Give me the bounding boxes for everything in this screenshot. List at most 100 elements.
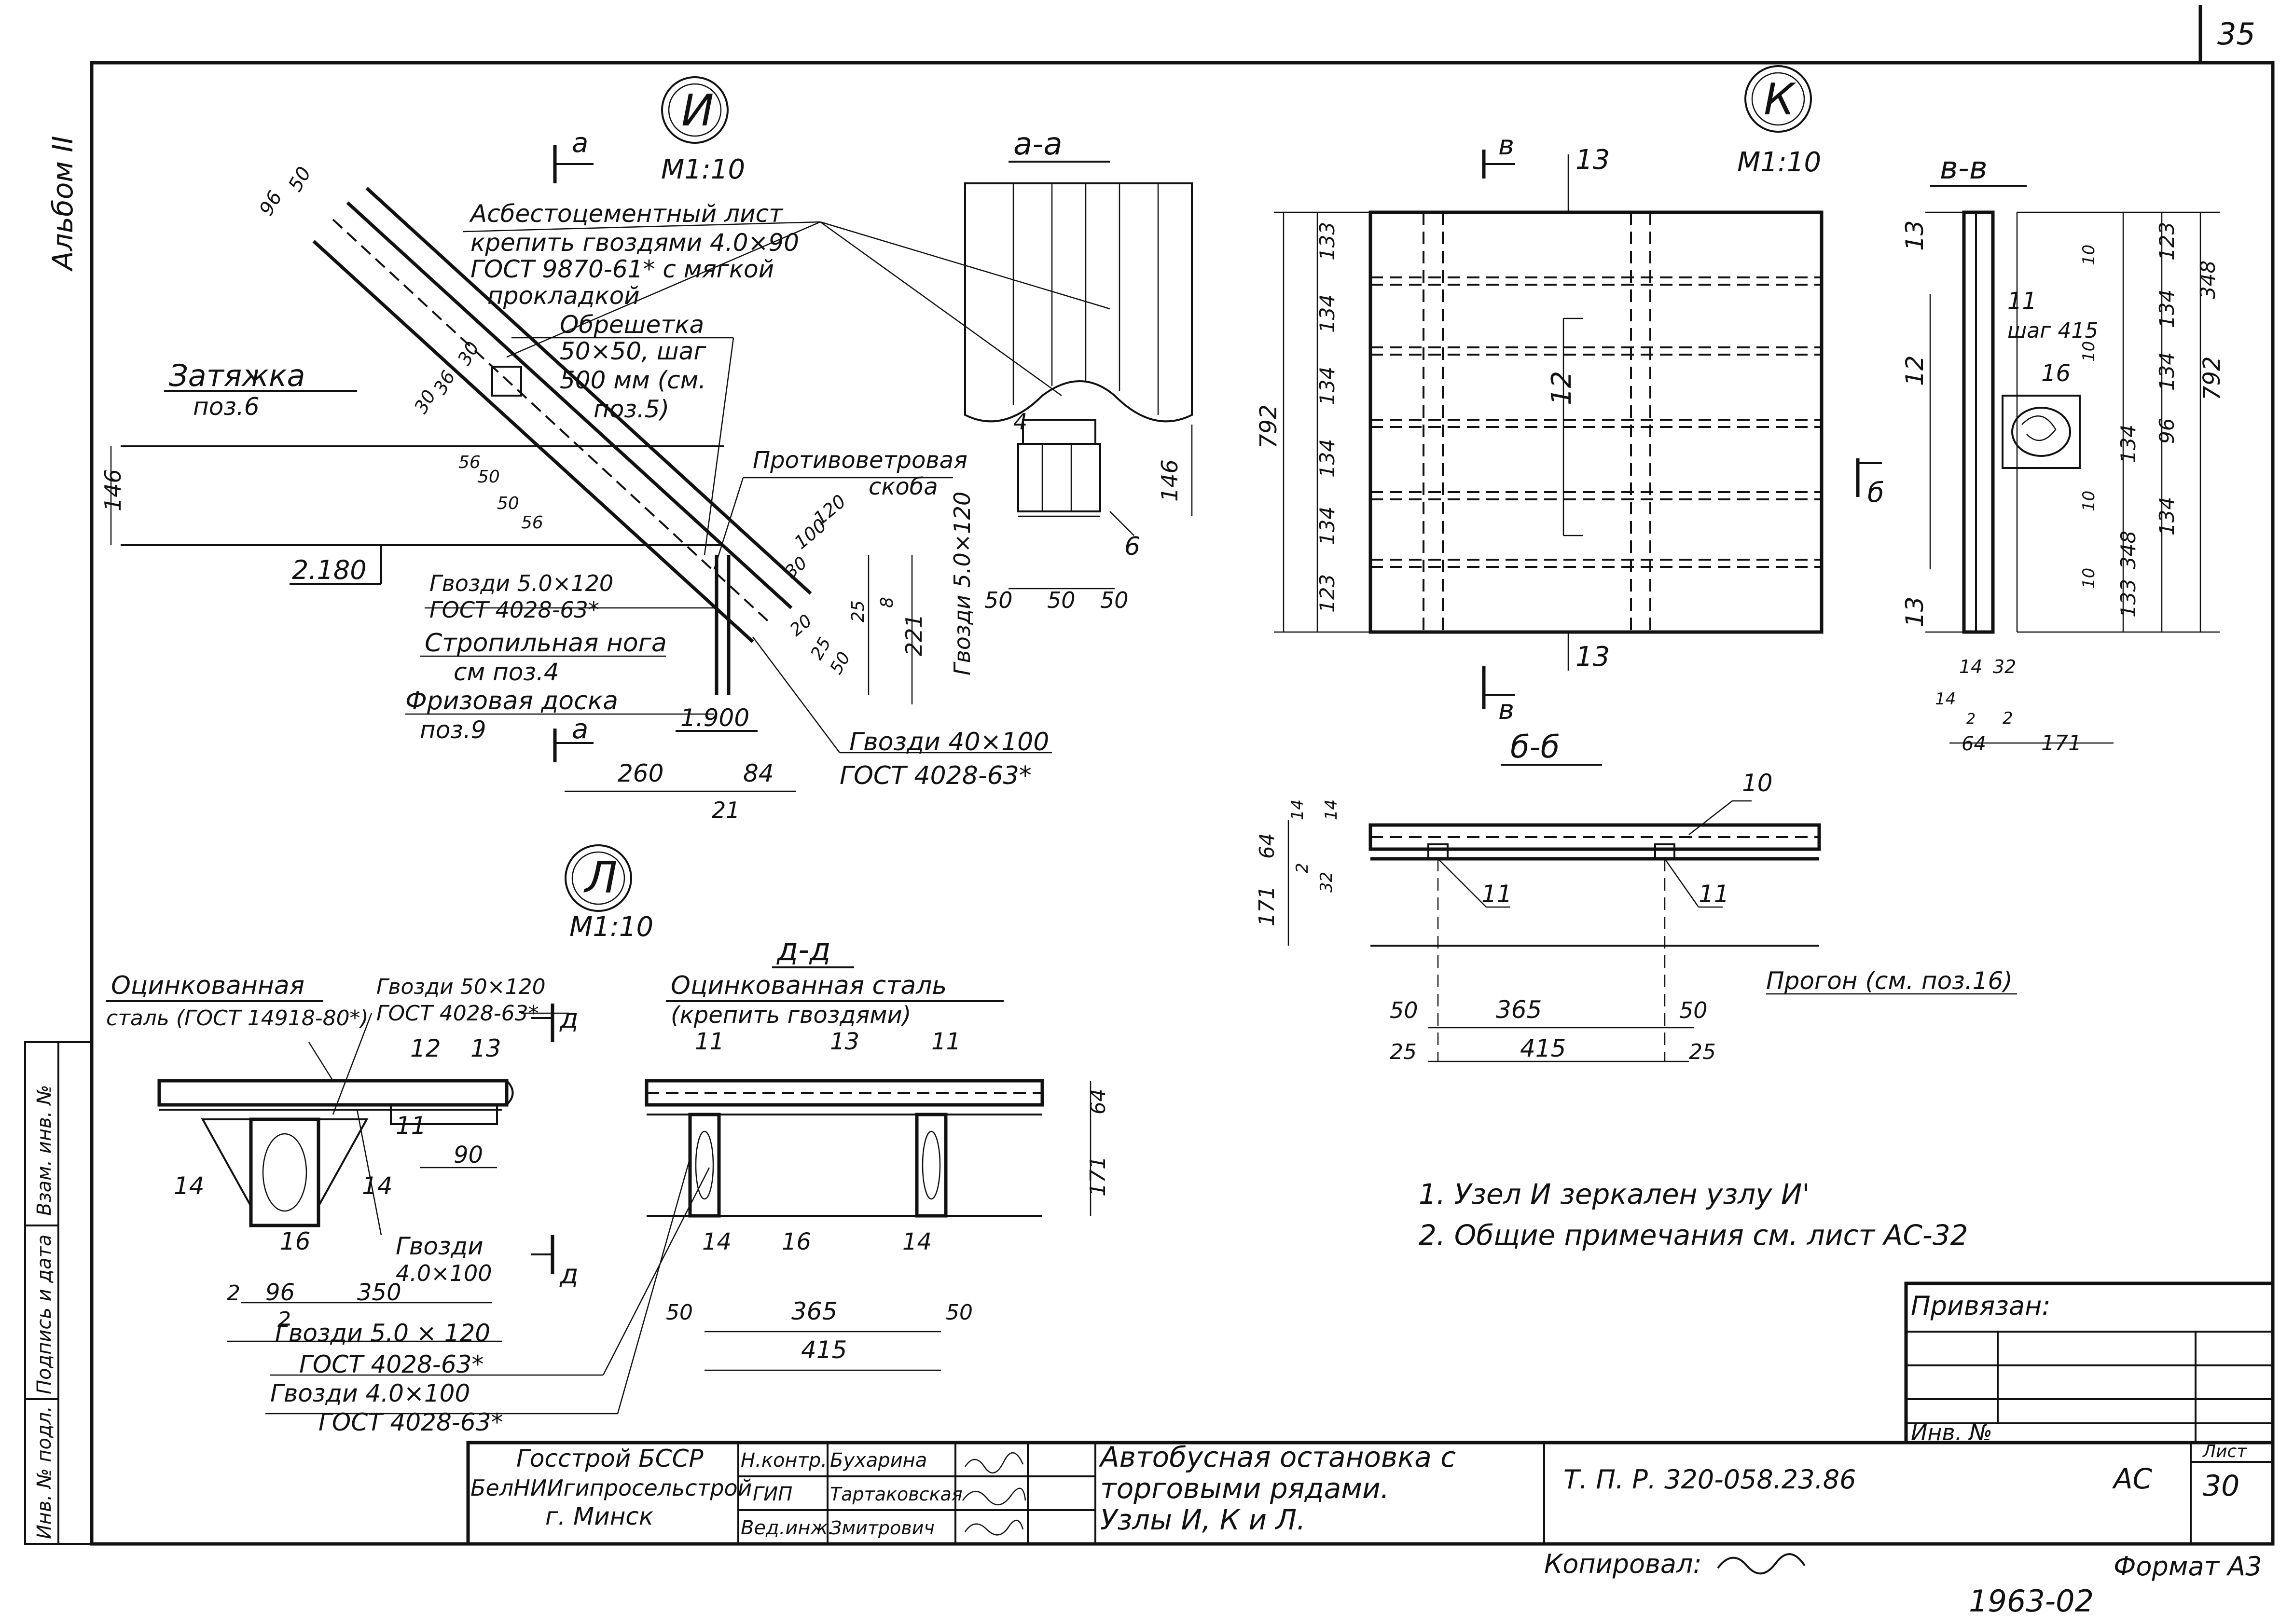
node-l-n13: 13 xyxy=(470,1034,501,1062)
section-dd-n11b: 11 xyxy=(931,1028,961,1055)
node-i-dim-260: 260 xyxy=(618,759,663,787)
tb-list-label: Лист xyxy=(2202,1442,2247,1461)
node-l-n14a: 14 xyxy=(174,1172,205,1200)
node-l-dim-350: 350 xyxy=(357,1279,401,1306)
node-i-section-a-top: а xyxy=(572,127,588,159)
section-vv-dim-348a: 348 xyxy=(2196,261,2220,299)
node-i-dim-146: 146 xyxy=(100,469,126,511)
node-i-zatyazhka-poz: поз.6 xyxy=(193,393,260,421)
node-i-dim-25a: 25 xyxy=(848,600,868,622)
tb-name-3: Змитрович xyxy=(830,1517,935,1539)
node-i-dim-96: 96 xyxy=(255,187,287,220)
node-k-dim-123: 123 xyxy=(1315,574,1339,613)
node-i-obresh-4: поз.5) xyxy=(594,395,669,423)
node-l-dim-90: 90 xyxy=(454,1142,483,1169)
node-l-n16: 16 xyxy=(280,1227,311,1255)
node-i-level-2: 1.900 xyxy=(680,704,749,732)
tb-signature-2 xyxy=(962,1487,1026,1506)
section-vv-dim-133: 133 xyxy=(2116,579,2140,618)
node-l-scale: М1:10 xyxy=(569,911,653,943)
section-bb-dim-25a: 25 xyxy=(1390,1040,1417,1064)
section-dd-dim-50a: 50 xyxy=(666,1300,693,1325)
section-dd-ocink-2: (крепить гвоздями) xyxy=(671,1002,911,1029)
node-l-marker: Л xyxy=(583,853,618,903)
node-i-asbest-3: ГОСТ 9870-61* с мягкой xyxy=(470,255,774,283)
section-vv-dim-64: 64 xyxy=(1962,733,1986,755)
node-i-asbest-1: Асбестоцементный лист xyxy=(469,200,784,228)
side-inv-podl: Инв. № подл. xyxy=(33,1406,55,1539)
node-k-n12: 12 xyxy=(1546,371,1577,405)
node-i-obresh-1: Обрешетка xyxy=(560,311,704,339)
section-aa-title: а-а xyxy=(1013,126,1063,162)
node-l-ocink-2: сталь (ГОСТ 14918-80*) xyxy=(106,1006,369,1031)
node-i-dim-56b: 56 xyxy=(521,513,543,533)
footer-format: Формат А3 xyxy=(2114,1551,2262,1582)
tb-org-3: г. Минск xyxy=(545,1502,653,1530)
tb-mark: АС xyxy=(2112,1462,2153,1495)
section-vv-drawing xyxy=(1856,210,2220,744)
node-l-gv-c: Гвозди xyxy=(396,1232,484,1260)
section-vv-dim-10a: 10 xyxy=(2079,245,2099,265)
section-bb-dim-2: 2 xyxy=(1293,863,1312,873)
node-k-n13-bot: 13 xyxy=(1575,641,1610,673)
section-aa-drawing xyxy=(964,182,1193,590)
node-i-dim-30b: 30 xyxy=(454,338,484,369)
section-aa-pos: 6 xyxy=(1124,532,1140,561)
section-vv-dim-792: 792 xyxy=(2198,356,2225,400)
footer-kopiroval: Копировал: xyxy=(1544,1549,1702,1579)
node-i-protiv-1: Противоветровая xyxy=(753,447,967,474)
node-k-dim-134b: 134 xyxy=(1315,367,1339,405)
section-aa-dim-50b: 50 xyxy=(1047,587,1076,613)
tb-title-1: Автобусная остановка с xyxy=(1098,1441,1456,1473)
node-i-marker: И xyxy=(681,85,714,136)
tb-name-2: Тартаковская xyxy=(830,1484,963,1505)
footer-stamp: 1963-02 xyxy=(1969,1583,2094,1619)
section-vv-dim-32: 32 xyxy=(1993,656,2016,677)
privyazan-title: Привязан: xyxy=(1911,1291,2051,1321)
footer-kopiroval-signature xyxy=(1717,1553,1806,1575)
section-bb-dim-50a: 50 xyxy=(1390,997,1418,1023)
node-i-obresh-3: 500 мм (см. xyxy=(560,366,706,394)
title-block xyxy=(466,1441,2275,1546)
section-bb-dim-171: 171 xyxy=(1255,886,1279,926)
section-vv-dim-2b: 2 xyxy=(2003,709,2013,728)
node-i-dim-50d: 50 xyxy=(826,648,854,677)
node-k-dim-134a: 134 xyxy=(1315,294,1339,333)
section-vv-title: в-в xyxy=(1940,151,1988,186)
note-1: 1. Узел И зеркален узлу И' xyxy=(1419,1178,1810,1211)
node-k-marker: К xyxy=(1764,74,1796,125)
node-l-gv-a: Гвозди 50×120 xyxy=(376,975,546,999)
node-i-level-1: 2.180 xyxy=(292,555,367,585)
section-dd-n14b: 14 xyxy=(902,1228,932,1255)
node-l-gv-d: 4.0×100 xyxy=(396,1260,492,1286)
node-i-dim-8: 8 xyxy=(877,597,897,608)
tb-role-1: Н.контр. xyxy=(741,1449,827,1472)
node-i-gvozdi-2b: ГОСТ 4028-63* xyxy=(840,761,1032,790)
section-vv-dim-134a: 134 xyxy=(2155,289,2179,328)
node-l-dim-2b: 2 xyxy=(277,1307,291,1332)
node-k-n13-top: 13 xyxy=(1575,144,1610,176)
section-vv-dim-10c: 10 xyxy=(2079,491,2099,511)
node-i-dim-50c: 50 xyxy=(497,494,519,513)
node-i-dim-50a: 50 xyxy=(284,163,316,195)
tb-role-3: Вед.инж. xyxy=(741,1517,834,1539)
node-k-section-bot: в xyxy=(1498,694,1514,726)
node-i-dim-221: 221 xyxy=(901,614,927,656)
tb-role-2: ГИП xyxy=(753,1483,792,1505)
section-vv-dim-2a: 2 xyxy=(1966,711,1976,728)
section-bb-dim-415: 415 xyxy=(1520,1034,1566,1062)
tb-name-1: Бухарина xyxy=(830,1449,927,1472)
node-l-ocink-1: Оцинкованная xyxy=(111,971,304,1000)
node-i-dim-30c: 30 xyxy=(781,553,811,582)
node-k-scale: М1:10 xyxy=(1737,147,1821,178)
node-l-gv-g: Гвозди 4.0×100 xyxy=(270,1379,470,1407)
node-i-friz-1: Фризовая доска xyxy=(405,687,618,716)
node-k-section-top: в xyxy=(1498,130,1514,161)
section-vv-dim-14b: 14 xyxy=(1935,689,1956,709)
section-vv-n16: 16 xyxy=(2041,360,2071,387)
tb-code: Т. П. Р. 320-058.23.86 xyxy=(1563,1464,1856,1495)
section-dd-title: д-д xyxy=(776,932,831,968)
section-dd-n16: 16 xyxy=(782,1228,811,1255)
section-vv-dim-96: 96 xyxy=(2155,418,2179,444)
tb-signature-3 xyxy=(964,1520,1024,1536)
